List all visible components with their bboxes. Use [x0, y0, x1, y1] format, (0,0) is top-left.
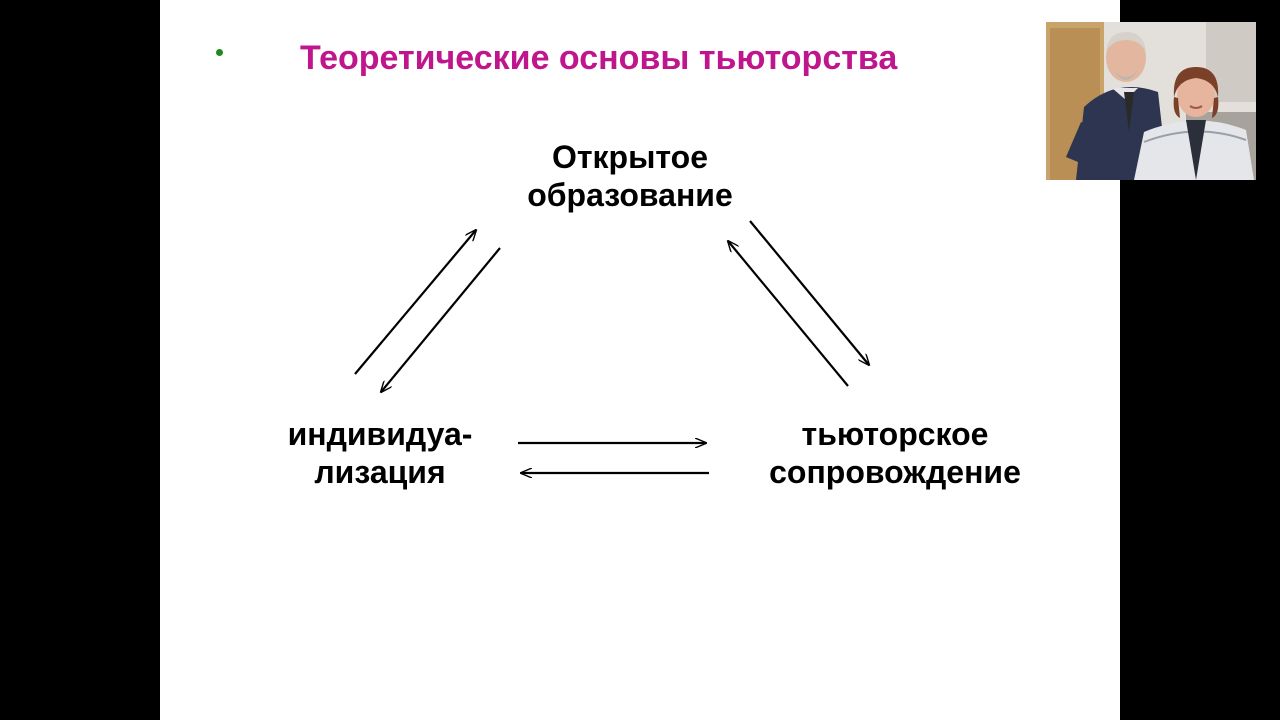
arrow-right-to-top — [728, 241, 849, 387]
arrow-top-to-right — [749, 220, 869, 365]
slide — [160, 0, 1120, 720]
slide-title: Теоретические основы тьюторства — [300, 39, 898, 77]
arrow-left-to-top — [354, 230, 476, 375]
node-tutor-support: тьюторское сопровождение — [730, 415, 1060, 491]
node-open-education: Открытое образование — [480, 138, 780, 214]
node-open-education-line1: Открытое — [551, 139, 709, 175]
presenter-woman-icon — [1134, 67, 1254, 180]
arrow-top-to-left — [381, 247, 501, 392]
node-individualization: индивидуа- лизация — [240, 415, 520, 491]
node-tutor-support-line2: сопровождение — [769, 454, 1021, 490]
node-tutor-support-line1: тьюторское — [801, 416, 989, 452]
webcam-overlay — [1046, 22, 1256, 180]
node-individualization-line2: лизация — [314, 454, 446, 490]
node-open-education-line2: образование — [527, 177, 733, 213]
title-bullet — [216, 49, 223, 56]
webcam-picture — [1046, 22, 1256, 180]
node-individualization-line1: индивидуа- — [287, 416, 473, 452]
